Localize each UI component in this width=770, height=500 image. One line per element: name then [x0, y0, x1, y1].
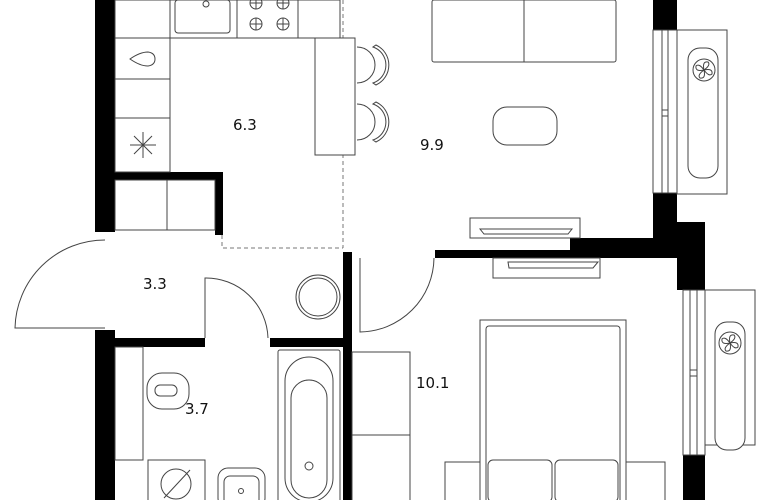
sofa	[431, 0, 617, 63]
washbasin	[217, 467, 266, 500]
bathtub	[277, 349, 341, 500]
zone-boundary	[221, 0, 344, 249]
tv-unit-living	[469, 217, 581, 239]
room-area-kitchen: 6.3	[233, 116, 257, 134]
coffee-table	[492, 106, 558, 146]
round-mirror	[295, 274, 341, 320]
bathroom-shelf	[114, 346, 144, 461]
room-area-living-room: 9.9	[420, 136, 444, 154]
bedroom-door[interactable]	[359, 257, 435, 333]
stove-burner-icon	[249, 0, 290, 31]
room-area-bedroom: 10.1	[416, 374, 449, 392]
water-drop-icon	[129, 51, 156, 67]
room-area-bathroom: 3.7	[185, 400, 209, 418]
washing-machine-icon	[147, 459, 206, 500]
snowflake-icon	[130, 132, 156, 158]
upper-cabinet	[114, 179, 216, 231]
bed	[444, 319, 666, 500]
walls	[95, 0, 705, 500]
window-bedroom	[682, 289, 706, 456]
bar-counter	[314, 37, 390, 156]
bathroom-door[interactable]	[204, 277, 269, 339]
fan-icon	[718, 331, 742, 355]
ac-unit-bedroom	[704, 289, 756, 451]
sink	[174, 0, 231, 34]
tv-unit-bedroom	[492, 257, 601, 279]
kitchen-counter	[114, 0, 341, 231]
room-area-hallway: 3.3	[143, 275, 167, 293]
ac-unit-living	[676, 29, 728, 195]
toilet	[146, 372, 190, 410]
fan-icon	[692, 58, 716, 82]
window-living	[652, 29, 678, 194]
wardrobe	[351, 351, 411, 500]
entrance-door[interactable]	[14, 239, 106, 329]
